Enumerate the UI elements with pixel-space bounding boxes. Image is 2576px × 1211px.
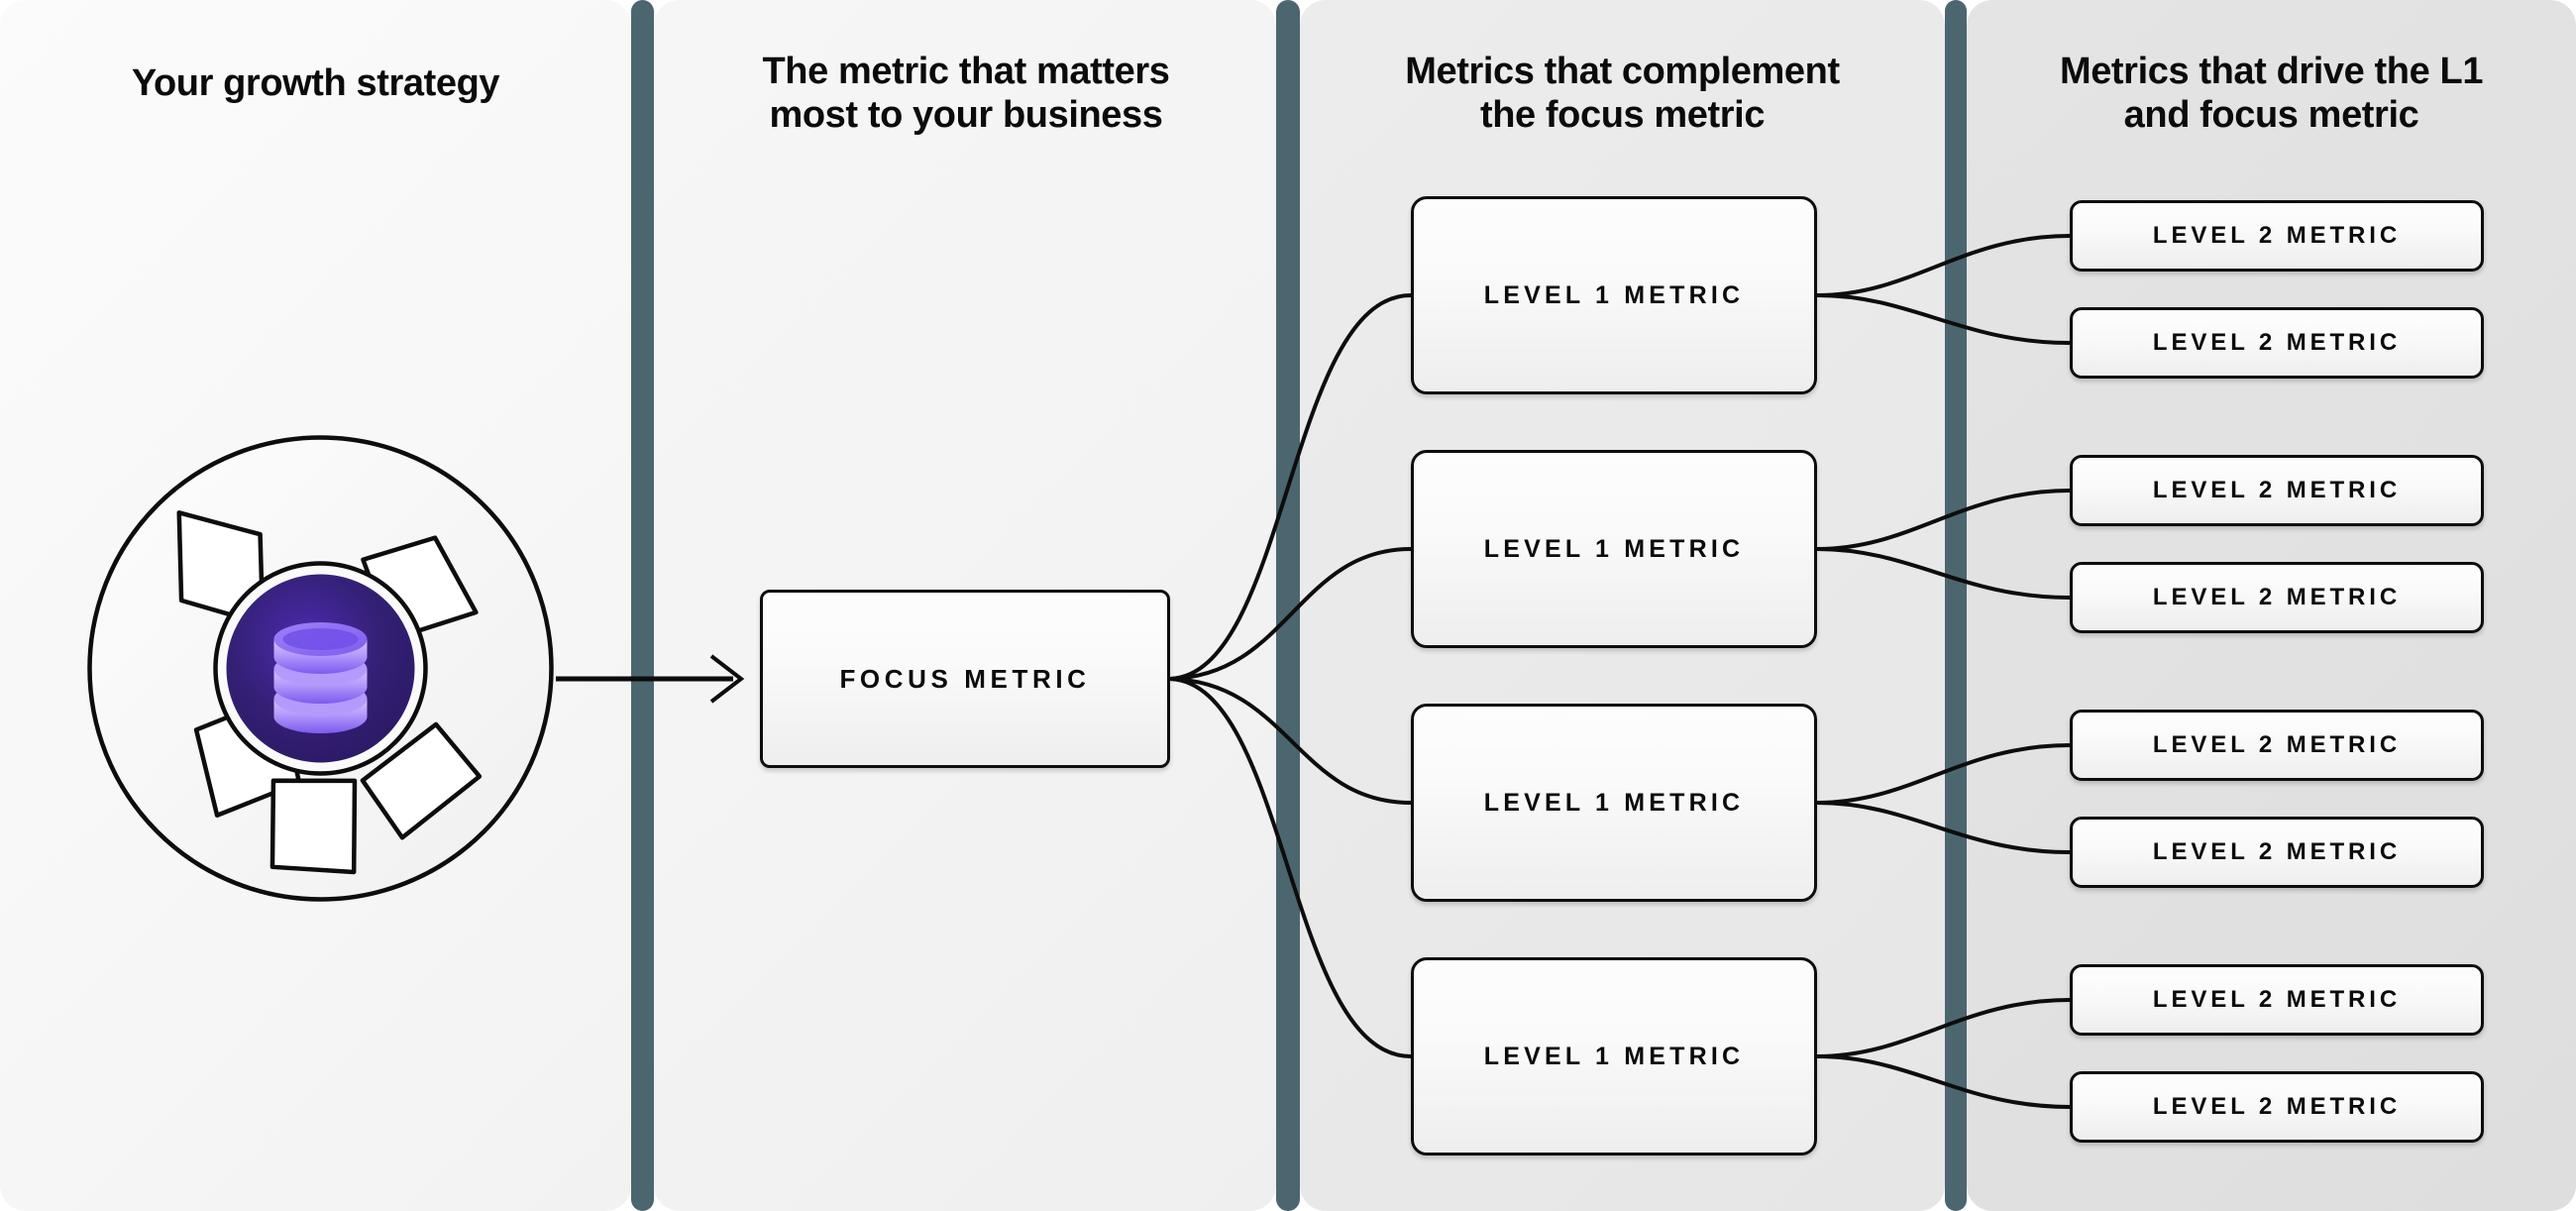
header-line: Metrics that drive the L1 (2059, 51, 2484, 92)
level-2-metric-label: LEVEL 2 METRIC (2152, 477, 2402, 503)
level-1-metric-box[interactable]: LEVEL 1 METRIC (1411, 704, 1817, 902)
panel-divider-3 (1945, 0, 1967, 1211)
level-2-metric-box[interactable]: LEVEL 2 METRIC (2070, 307, 2484, 379)
panel-divider-2 (1276, 0, 1300, 1211)
level-2-metric-box[interactable]: LEVEL 2 METRIC (2070, 964, 2484, 1036)
database-stack-icon (273, 622, 368, 733)
focus-metric-label: FOCUS METRIC (839, 663, 1091, 694)
level-1-metric-box[interactable]: LEVEL 1 METRIC (1411, 196, 1817, 394)
focus-metric-box[interactable]: FOCUS METRIC (760, 590, 1170, 768)
header-line: most to your business (769, 94, 1163, 137)
level-1-metric-label: LEVEL 1 METRIC (1483, 788, 1745, 817)
level-2-metric-box[interactable]: LEVEL 2 METRIC (2070, 200, 2484, 272)
level-1-metric-label: LEVEL 1 METRIC (1483, 534, 1745, 563)
level-2-metric-label: LEVEL 2 METRIC (2152, 731, 2402, 758)
level-2-metric-label: LEVEL 2 METRIC (2152, 986, 2402, 1013)
level-1-metric-box[interactable]: LEVEL 1 METRIC (1411, 957, 1817, 1156)
level-2-metric-box[interactable]: LEVEL 2 METRIC (2070, 710, 2484, 781)
level-2-metric-label: LEVEL 2 METRIC (2152, 329, 2402, 356)
column-header-focus-metric: The metric that matters most to your bus… (689, 50, 1243, 137)
column-header-growth-strategy: Your growth strategy (40, 61, 591, 105)
level-2-metric-label: LEVEL 2 METRIC (2152, 222, 2402, 249)
level-2-metric-label: LEVEL 2 METRIC (2152, 584, 2402, 610)
level-2-metric-box[interactable]: LEVEL 2 METRIC (2070, 1071, 2484, 1143)
level-2-metric-box[interactable]: LEVEL 2 METRIC (2070, 455, 2484, 526)
column-header-driver-metrics: Metrics that drive the L1 and focus metr… (1991, 50, 2551, 137)
growth-strategy-logo (87, 435, 554, 902)
level-1-metric-box[interactable]: LEVEL 1 METRIC (1411, 450, 1817, 648)
level-2-metric-label: LEVEL 2 METRIC (2152, 1093, 2402, 1120)
header-line: the focus metric (1479, 94, 1766, 137)
header-line: The metric that matters (762, 51, 1170, 92)
level-2-metric-box[interactable]: LEVEL 2 METRIC (2070, 817, 2484, 888)
level-1-metric-label: LEVEL 1 METRIC (1483, 1042, 1745, 1070)
header-line: Metrics that complement (1405, 51, 1840, 92)
level-2-metric-label: LEVEL 2 METRIC (2152, 838, 2402, 865)
level-2-metric-box[interactable]: LEVEL 2 METRIC (2070, 562, 2484, 633)
header-line: Your growth strategy (131, 62, 500, 104)
header-line: and focus metric (2123, 94, 2419, 137)
level-1-metric-label: LEVEL 1 METRIC (1483, 280, 1745, 309)
column-header-complement-metrics: Metrics that complement the focus metric (1333, 50, 1912, 137)
panel-divider-1 (631, 0, 654, 1211)
